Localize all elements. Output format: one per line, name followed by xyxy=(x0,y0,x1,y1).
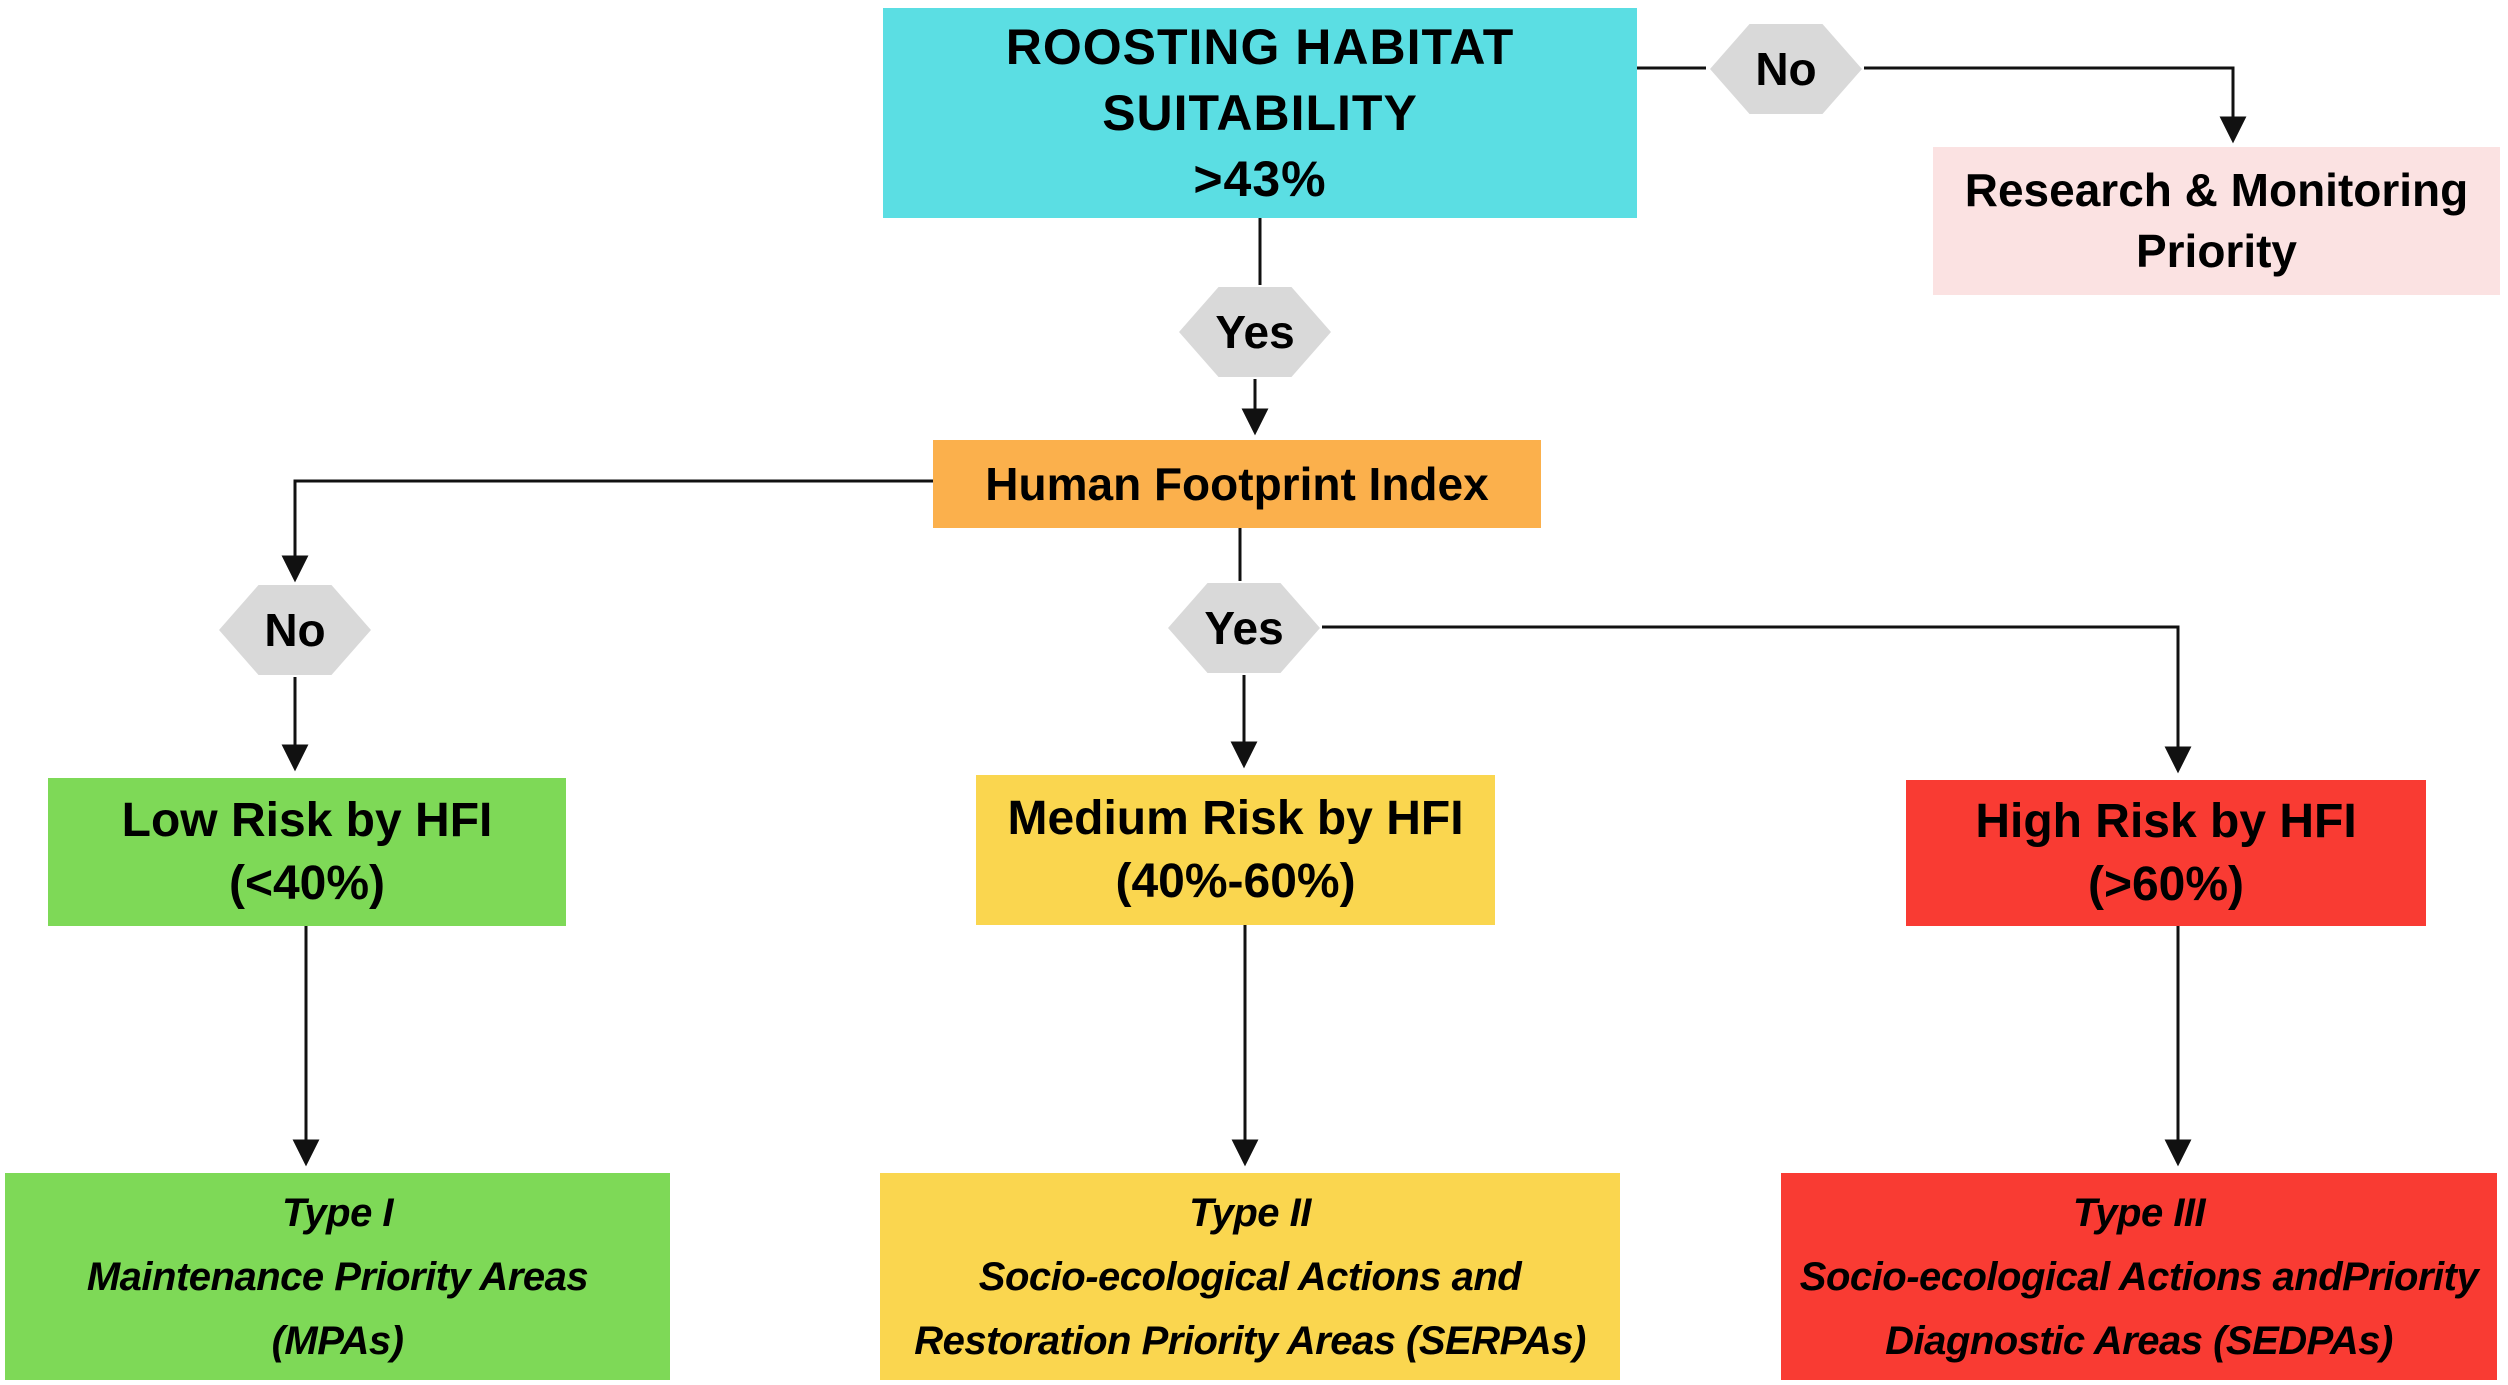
node-research-monitoring-priority: Research & Monitoring Priority xyxy=(1933,147,2500,295)
decision-label: No xyxy=(1755,43,1817,95)
node-text-line: SUITABILITY xyxy=(1102,85,1418,141)
decision-label: Yes xyxy=(1204,602,1284,654)
node-text-line: ROOSTING HABITAT xyxy=(1005,19,1515,75)
node-text-line: Type II xyxy=(1189,1190,1311,1235)
node-type1-maintenance-priority-areas: Type I Maintenance Priority Areas (MPAs) xyxy=(5,1173,670,1380)
decision-label: Yes xyxy=(1215,306,1295,358)
node-text-line: >43% xyxy=(1193,151,1327,207)
node-text-line: Diagnostic Areas (SEDPAs) xyxy=(1885,1318,2393,1363)
node-text-line: (MPAs) xyxy=(271,1318,404,1363)
node-text-line: Human Footprint Index xyxy=(985,457,1489,510)
node-text-line: (40%-60%) xyxy=(1115,855,1356,908)
node-text-line: (<40%) xyxy=(228,857,386,910)
node-text-line: Research & Monitoring xyxy=(1964,164,2469,217)
decision-label: No xyxy=(264,604,326,656)
node-text-line: (>60%) xyxy=(2087,858,2245,911)
node-high-risk-by-hfi: High Risk by HFI (>60%) xyxy=(1906,780,2426,926)
node-human-footprint-index: Human Footprint Index xyxy=(933,440,1541,528)
node-text-line: Low Risk by HFI xyxy=(121,793,493,847)
connector-no-to-research xyxy=(1864,66,2247,144)
connector-hfi-to-no xyxy=(281,479,933,583)
node-type3-diagnostic-areas: Type III Socio-ecological Actions andPri… xyxy=(1781,1173,2497,1380)
connector-yes-to-highrisk xyxy=(1322,625,2192,774)
node-text-line: Restoration Priority Areas (SERPAs) xyxy=(914,1318,1586,1363)
node-text-line: Type III xyxy=(2072,1190,2206,1235)
node-type2-restoration-priority-areas: Type II Socio-ecological Actions and Res… xyxy=(880,1173,1620,1380)
node-text-line: High Risk by HFI xyxy=(1975,794,2357,848)
node-text-line: Maintenance Priority Areas xyxy=(86,1254,589,1299)
node-medium-risk-by-hfi: Medium Risk by HFI (40%-60%) xyxy=(976,775,1495,925)
node-text-line: Type I xyxy=(281,1190,394,1235)
node-text-line: Medium Risk by HFI xyxy=(1007,791,1464,845)
node-low-risk-by-hfi: Low Risk by HFI (<40%) xyxy=(48,778,566,926)
node-text-line: Socio-ecological Actions and xyxy=(978,1254,1522,1299)
node-roosting-habitat-suitability: ROOSTING HABITAT SUITABILITY >43% xyxy=(883,8,1637,218)
node-text-line: Priority xyxy=(2135,225,2298,277)
node-text-line: Socio-ecological Actions andPriority xyxy=(1799,1254,2479,1299)
